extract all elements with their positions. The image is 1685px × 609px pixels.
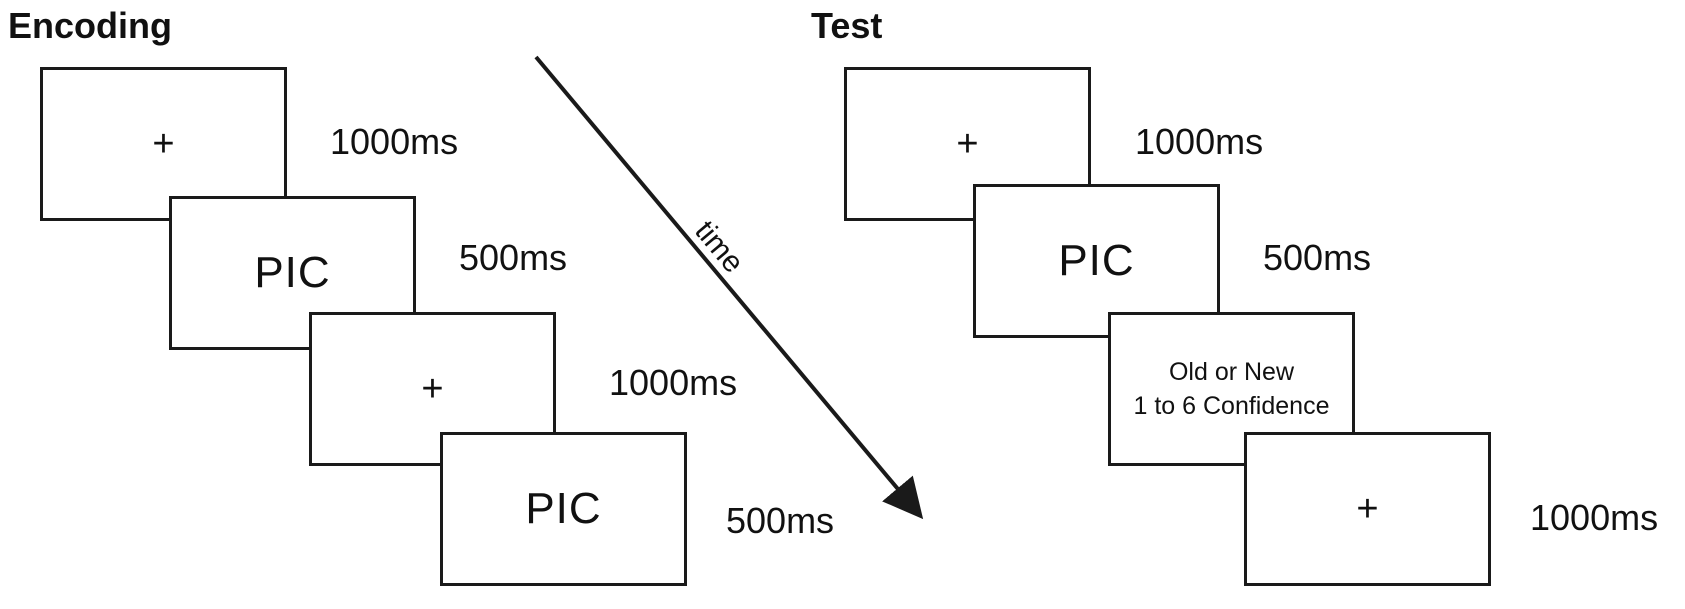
test-screen-4: +: [1244, 432, 1491, 586]
encoding-duration-1: 1000ms: [330, 121, 459, 162]
encoding-duration-3: 1000ms: [609, 362, 738, 403]
fixation-cross: +: [956, 123, 979, 165]
fixation-cross: +: [152, 123, 175, 165]
picture-placeholder: PIC: [525, 484, 602, 533]
encoding-title: Encoding: [8, 5, 172, 46]
picture-placeholder: PIC: [254, 248, 331, 297]
test-duration-1: 1000ms: [1135, 121, 1264, 162]
encoding-screen-4: PIC: [440, 432, 687, 586]
fixation-cross: +: [1356, 488, 1379, 530]
test-duration-2: 500ms: [1263, 237, 1372, 278]
fixation-cross: +: [421, 368, 444, 410]
picture-placeholder: PIC: [1058, 236, 1135, 285]
test-duration-4: 1000ms: [1530, 497, 1659, 538]
encoding-duration-4: 500ms: [726, 500, 835, 541]
encoding-duration-2: 500ms: [459, 237, 568, 278]
encoding-screen-1: +: [40, 67, 287, 221]
time-arrow-line: [534, 55, 924, 520]
test-title: Test: [811, 5, 883, 46]
response-prompt: Old or New 1 to 6 Confidence: [1133, 358, 1330, 420]
